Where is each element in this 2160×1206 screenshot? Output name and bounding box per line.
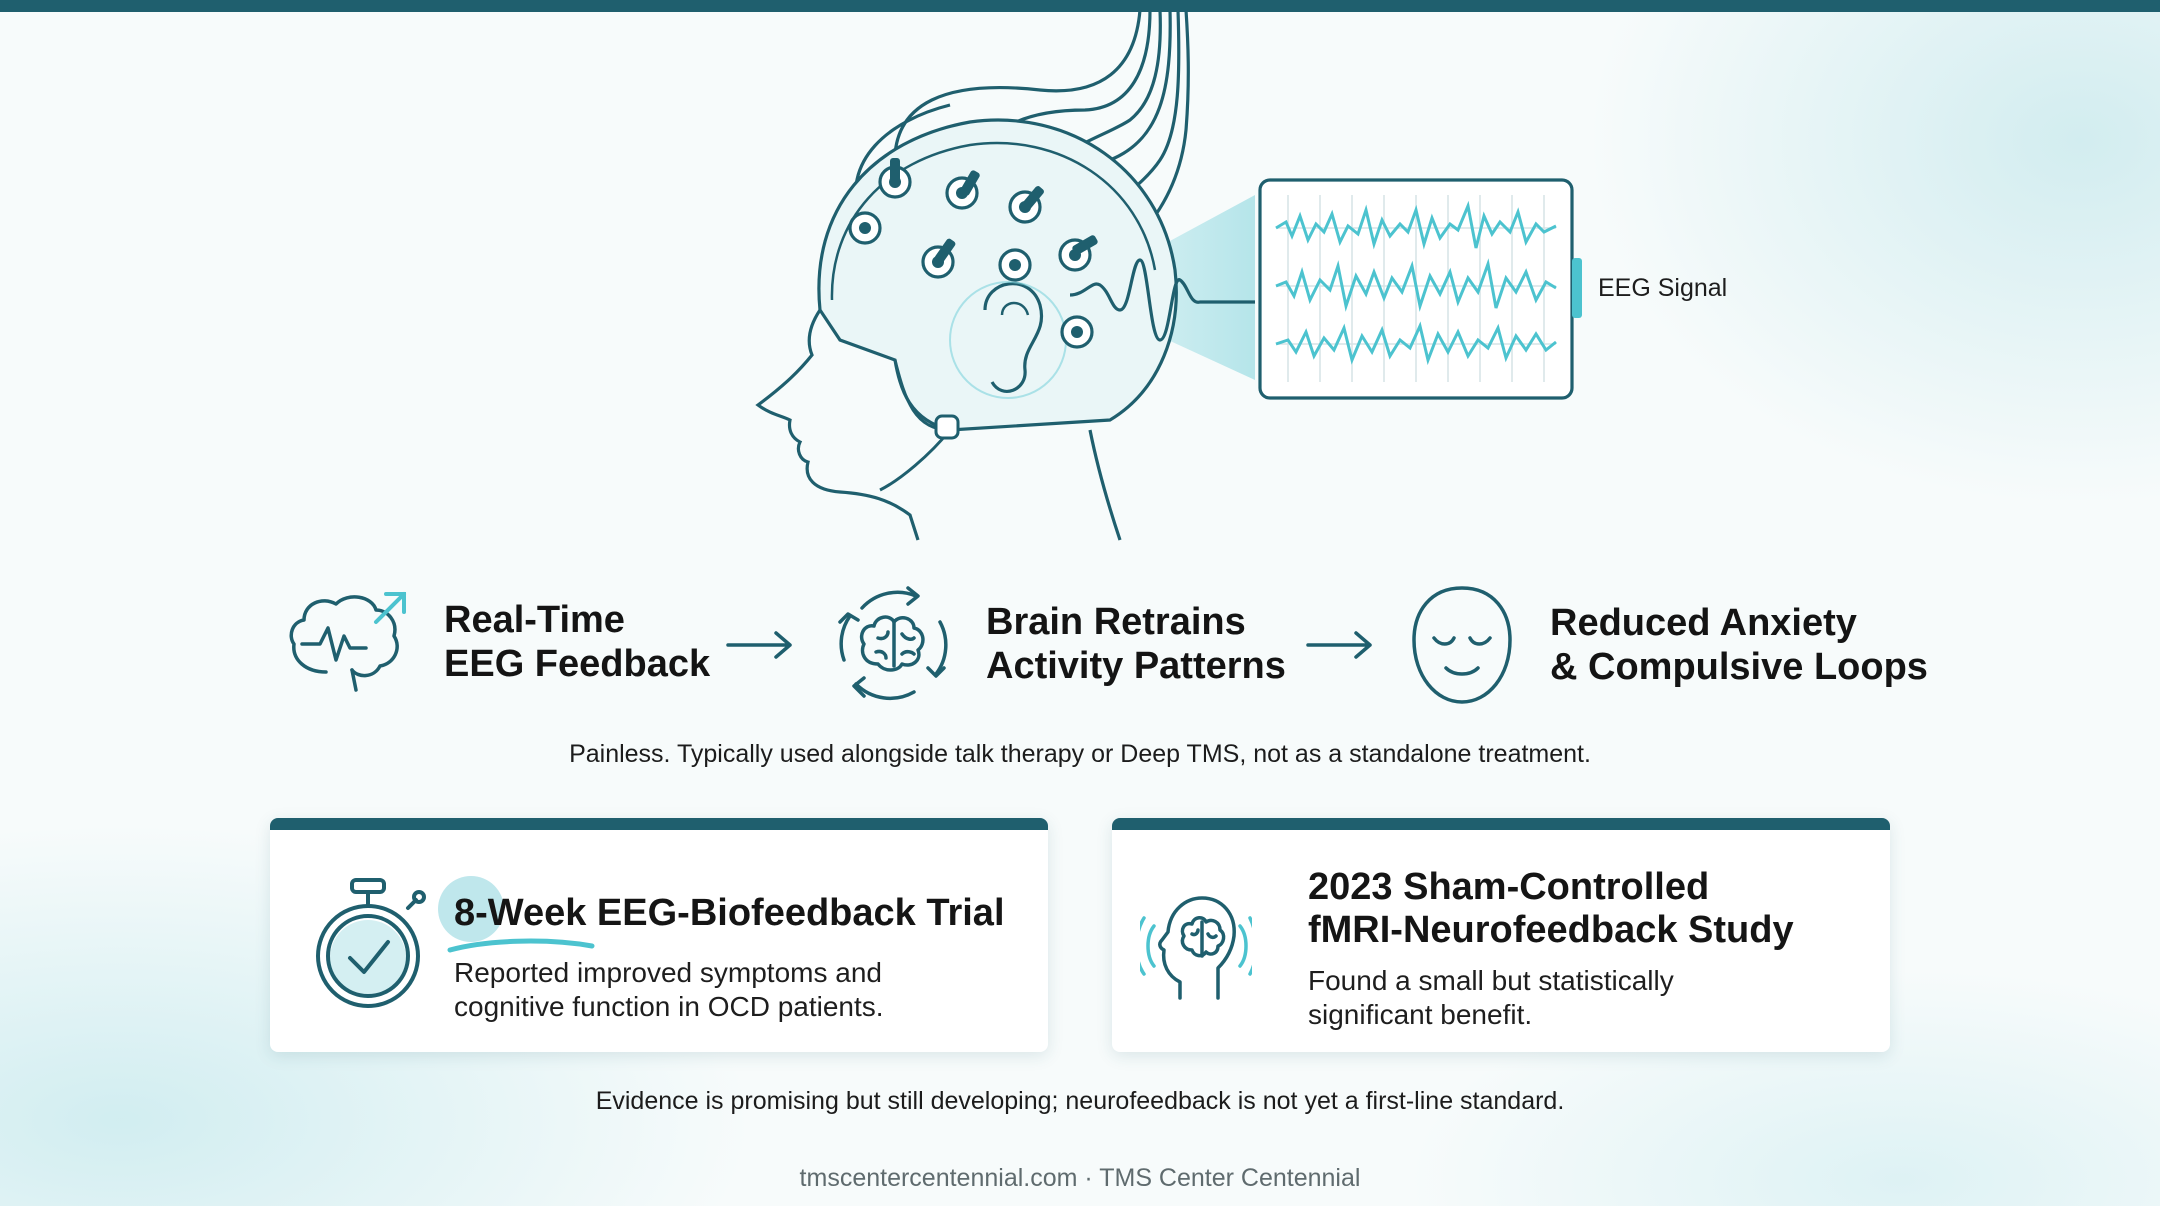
step-3-label: Reduced Anxiety& Compulsive Loops (1550, 602, 1928, 688)
footer-credit: tmscentercentennial.com · TMS Center Cen… (799, 1164, 1361, 1192)
trial-card-title: 8-Week EEG-Biofeedback Trial (454, 892, 1005, 934)
top-accent-bar (0, 0, 2160, 12)
title-highlight (438, 876, 504, 942)
evidence-note: Evidence is promising but still developi… (595, 1087, 1565, 1115)
title-underline (447, 938, 595, 953)
stopwatch-icon (316, 878, 426, 1008)
eeg-head-illustration (755, 10, 1582, 541)
painless-note: Painless. Typically used alongside talk … (569, 740, 1591, 768)
head-brain-icon (1140, 896, 1252, 1000)
arrow-right-icon (726, 631, 792, 659)
eeg-signal-label: EEG Signal (1598, 274, 1728, 302)
calm-face-icon (1412, 586, 1512, 704)
step-reduced-anxiety: Reduced Anxiety& Compulsive Loops (1410, 584, 1928, 706)
brain-wave-icon (289, 592, 406, 692)
arrow-right-icon (1306, 631, 1372, 659)
brain-cycle-icon (838, 586, 948, 701)
trial-card: 8-Week EEG-Biofeedback Trial Reported im… (270, 818, 1048, 1052)
